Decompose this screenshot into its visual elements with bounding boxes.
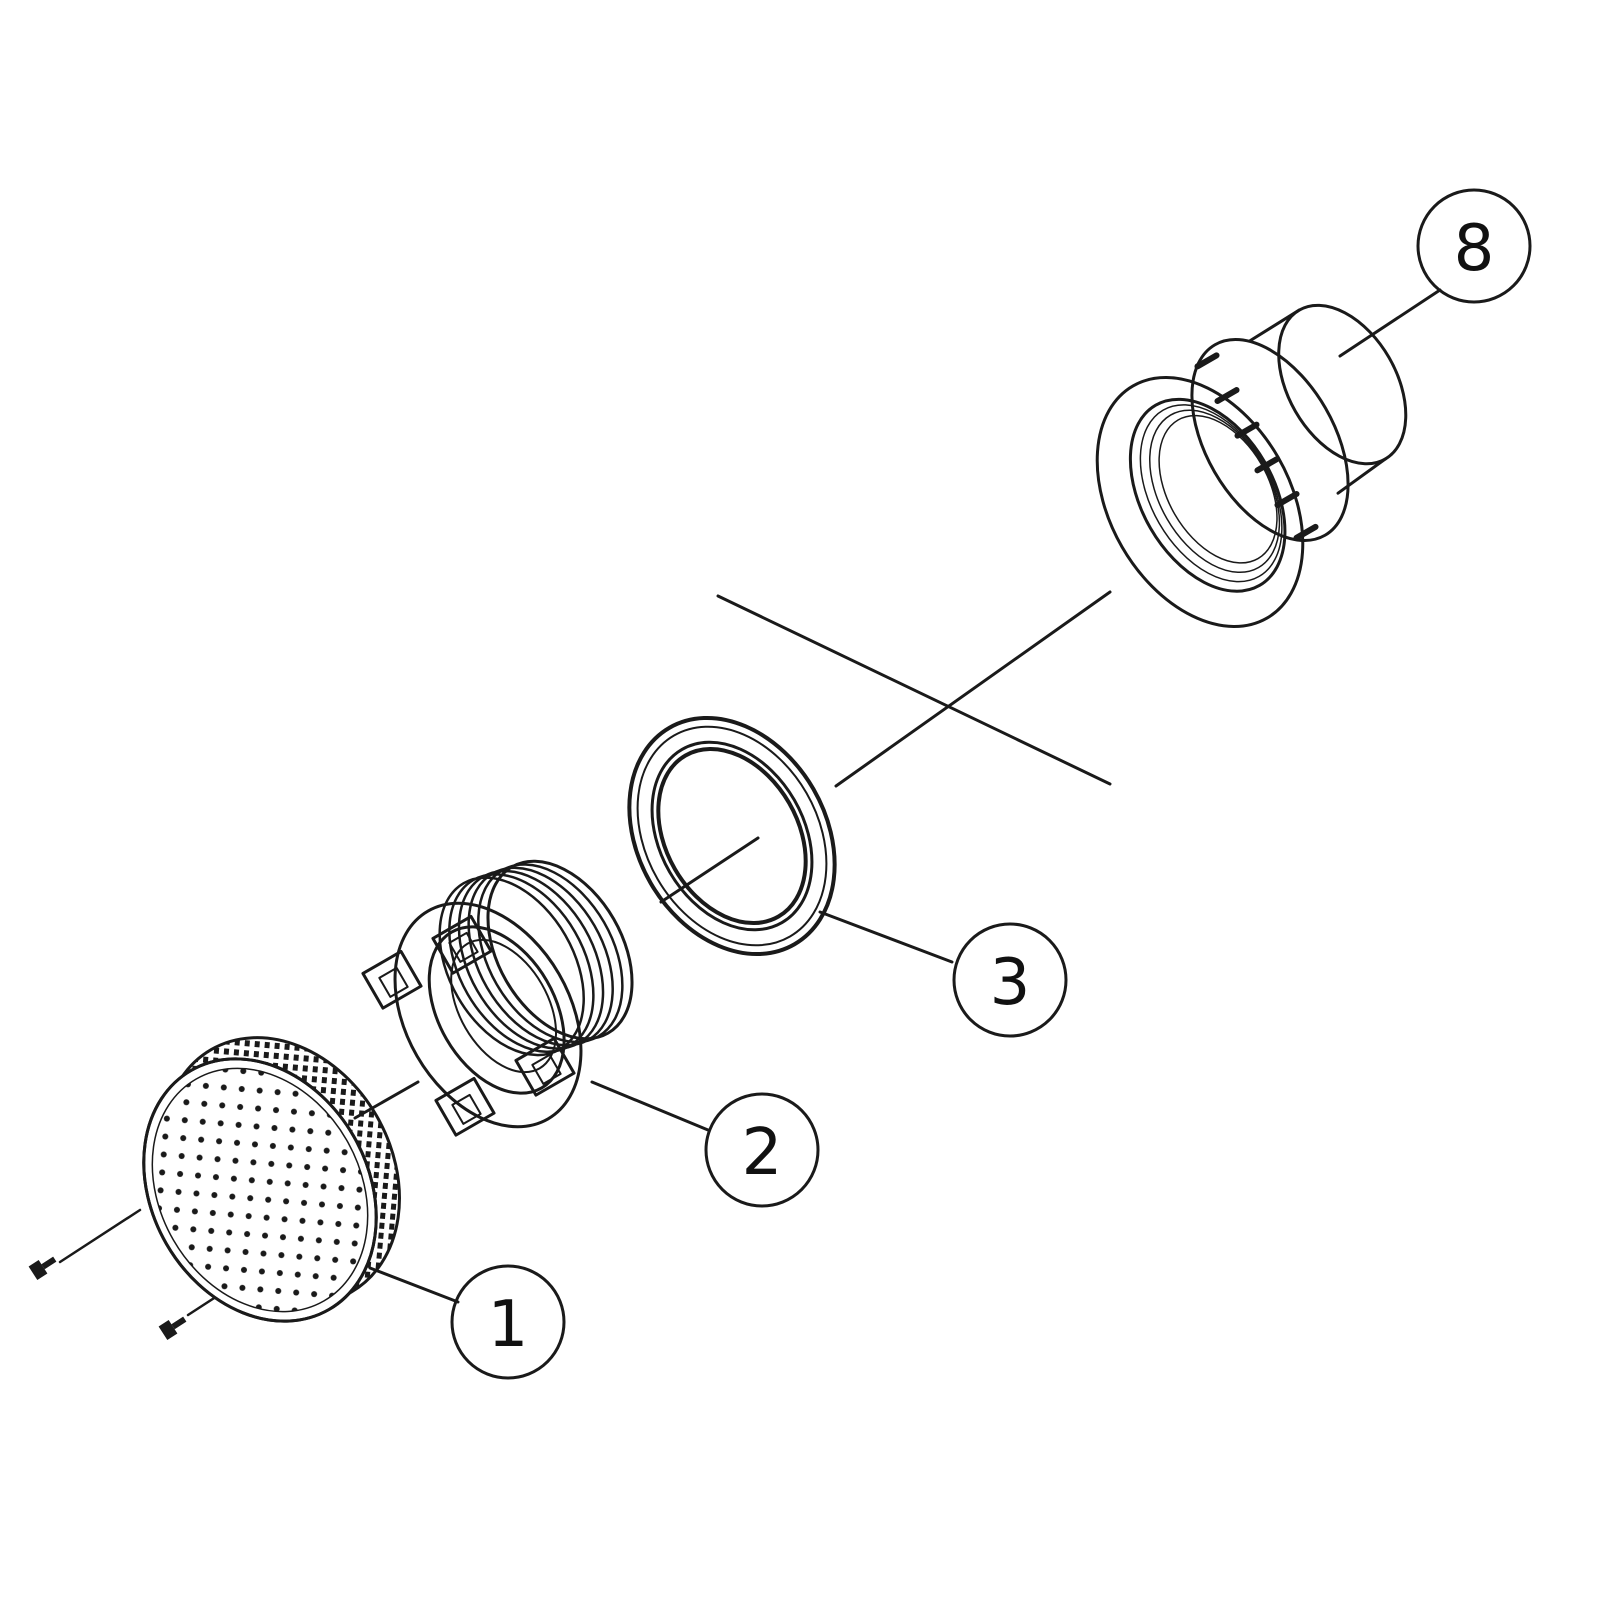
retainer-lug <box>514 1036 576 1097</box>
axis-segment-gasket-to-body <box>834 590 1112 788</box>
callout-circle <box>450 1264 566 1380</box>
callout-circle <box>1416 188 1532 304</box>
callout-number: 8 <box>1454 212 1495 286</box>
screw-axis-upper <box>58 1208 142 1264</box>
mounting-screw-lower <box>158 1316 187 1340</box>
callout-number: 2 <box>742 1116 783 1190</box>
leader-2 <box>590 1080 710 1132</box>
leader-3 <box>818 910 954 964</box>
callout-2: 2 <box>704 1092 820 1208</box>
wall-plane-line <box>716 594 1112 786</box>
leader-8 <box>1338 288 1442 358</box>
part-wall-fitting <box>1095 303 1408 628</box>
callout-number: 1 <box>488 1288 529 1362</box>
part-retainer-ring <box>361 859 634 1137</box>
retainer-lug <box>431 914 493 975</box>
callout-number: 3 <box>990 946 1031 1020</box>
part-gasket <box>627 715 837 957</box>
retainer-lug <box>434 1076 496 1137</box>
retainer-lug <box>361 949 423 1010</box>
axis-segment-through-gasket <box>659 836 760 904</box>
callout-circle <box>704 1092 820 1208</box>
leader-lines <box>368 288 1442 1304</box>
part-grate-cover <box>142 1036 401 1323</box>
callout-1: 1 <box>450 1264 566 1380</box>
callout-3: 3 <box>952 922 1068 1038</box>
mounting-screw-upper <box>28 1256 57 1280</box>
leader-1 <box>368 1266 460 1304</box>
callout-circle <box>952 922 1068 1038</box>
callout-8: 8 <box>1416 188 1532 304</box>
